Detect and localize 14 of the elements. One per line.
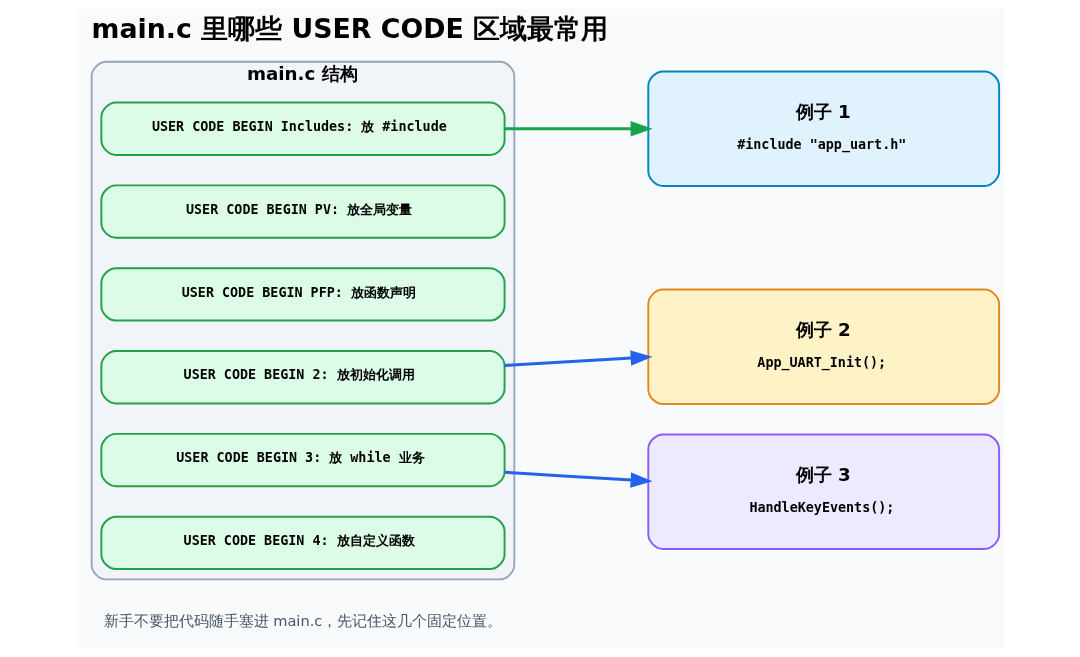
node-box: USER CODE BEGIN Includes: 放 #include (99, 101, 506, 156)
arrow (504, 350, 653, 367)
node-box: USER CODE BEGIN 3: 放 while 业务 (99, 432, 506, 488)
label: 新手不要把代码随手塞进 main.c，先记住这几个固定位置。 (103, 611, 502, 629)
diagram-title: main.c 里哪些 USER CODE 区域最常用 (91, 13, 608, 45)
arrow (504, 121, 653, 137)
node-box: 例子 1 #include "app_uart.h" (646, 70, 1000, 187)
node-box: USER CODE BEGIN 4: 放自定义函数 (99, 515, 506, 571)
node-box: USER CODE BEGIN 2: 放初始化调用 (99, 350, 506, 405)
node-box: 例子 3 HandleKeyEvents(); (646, 433, 1000, 550)
node-box: USER CODE BEGIN PV: 放全局变量 (99, 184, 506, 239)
node-box: 例子 2 App_UART_Init(); (646, 288, 1000, 405)
node-box: USER CODE BEGIN PFP: 放函数声明 (99, 267, 506, 322)
arrow (504, 470, 653, 488)
